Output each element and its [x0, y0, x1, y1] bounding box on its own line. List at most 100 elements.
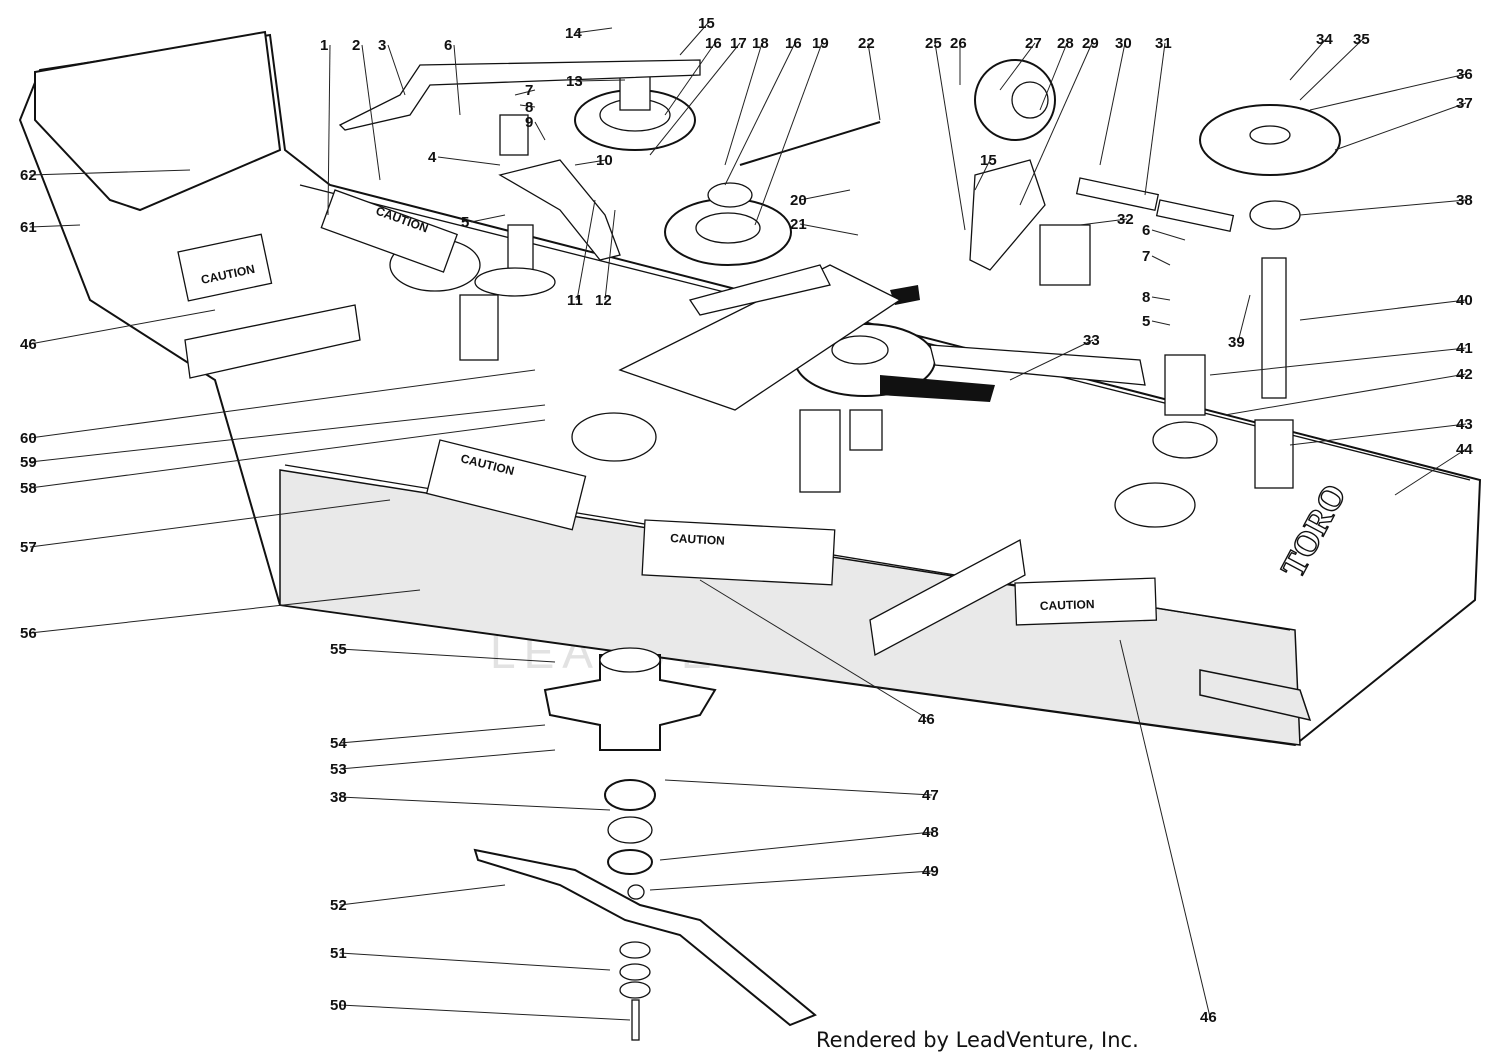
- callout-number: 33: [1083, 332, 1100, 349]
- callout-number: 15: [980, 152, 997, 169]
- leader-line: [1289, 423, 1467, 446]
- leader-line: [754, 42, 823, 226]
- leader-line: [1151, 296, 1171, 301]
- leader-line: [1334, 102, 1467, 151]
- callout-number: 54: [330, 735, 347, 752]
- callout-number: 52: [330, 897, 347, 914]
- drive-pulley: [974, 59, 1056, 141]
- leader-line: [1079, 218, 1128, 226]
- center-pulley-assembly: [574, 69, 696, 151]
- callout-number: 11: [567, 292, 583, 309]
- discharge-chute: [34, 30, 282, 212]
- leader-line: [339, 884, 506, 906]
- callout-number: 8: [1142, 289, 1150, 306]
- blade-spindle-housing: [543, 647, 717, 900]
- leader-line: [659, 831, 933, 861]
- callout-number: 47: [922, 787, 939, 804]
- callout-number: 57: [20, 539, 37, 556]
- leader-line: [1019, 42, 1093, 206]
- leader-line: [519, 104, 536, 108]
- callout-number: 20: [790, 192, 807, 209]
- leader-line: [29, 169, 191, 176]
- caution-decal-front-center: CAUTION: [641, 519, 836, 586]
- right-spindle-pulley: [1199, 104, 1341, 489]
- leader-line: [339, 952, 611, 971]
- callout-number: 15: [698, 15, 715, 32]
- callout-number: 46: [918, 711, 935, 728]
- leader-line: [934, 42, 966, 231]
- callout-number: 43: [1456, 416, 1473, 433]
- callout-number: 62: [20, 167, 37, 184]
- leader-line: [1144, 42, 1166, 196]
- leader-line: [29, 309, 216, 345]
- caution-decal-front-right: CAUTION: [1014, 577, 1158, 626]
- callout-number: 59: [20, 454, 37, 471]
- callout-number: 56: [20, 625, 37, 642]
- leader-line: [339, 724, 546, 744]
- caution-decal-rear: CAUTION: [320, 189, 458, 273]
- callout-number: 2: [352, 37, 360, 54]
- leader-line: [999, 42, 1036, 91]
- leader-line: [574, 27, 613, 34]
- callout-number: 46: [20, 336, 37, 353]
- leader-line: [29, 499, 391, 548]
- callout-number: 30: [1115, 35, 1132, 52]
- callout-number: 1: [320, 37, 328, 54]
- callout-number: 6: [1142, 222, 1150, 239]
- leader-line: [867, 42, 881, 121]
- right-idler-arm: [929, 159, 1218, 459]
- callout-number: 16: [785, 35, 802, 52]
- caution-decal-text: CAUTION: [670, 531, 725, 548]
- callout-number: 4: [428, 149, 437, 166]
- leader-line: [649, 42, 741, 156]
- leader-line: [1299, 199, 1467, 216]
- callout-number: 37: [1456, 95, 1473, 112]
- mower-blade: [473, 848, 817, 1027]
- leader-line: [339, 648, 556, 663]
- leader-line: [1237, 294, 1251, 343]
- leader-line: [576, 199, 596, 301]
- leader-line: [29, 419, 546, 489]
- leader-line: [679, 22, 709, 56]
- callout-number: 21: [790, 216, 807, 233]
- leader-line: [1039, 42, 1068, 111]
- leader-line: [29, 224, 81, 228]
- blade-hardware: [619, 941, 651, 1041]
- leader-line: [1394, 448, 1467, 496]
- leader-line: [1151, 320, 1171, 326]
- callout-number: 10: [596, 152, 613, 169]
- leader-line: [361, 44, 381, 181]
- leader-line: [1309, 73, 1467, 111]
- leader-line: [574, 159, 607, 166]
- leader-line: [664, 779, 933, 796]
- callout-number: 31: [1155, 35, 1172, 52]
- callout-number: 61: [20, 219, 37, 236]
- leader-line: [799, 189, 851, 201]
- leader-line: [1099, 42, 1126, 166]
- leader-line: [470, 214, 506, 223]
- callout-number: 51: [330, 945, 347, 962]
- callout-number: 6: [444, 37, 452, 54]
- leader-lines: [29, 22, 1467, 1021]
- callout-number: 5: [461, 214, 469, 231]
- leader-line: [1289, 38, 1327, 81]
- callout-number: 55: [330, 641, 347, 658]
- callout-number: 27: [1025, 35, 1042, 52]
- leader-line: [724, 42, 796, 186]
- leader-line: [29, 589, 421, 634]
- callout-number: 38: [1456, 192, 1473, 209]
- leader-line: [1299, 299, 1467, 321]
- leader-line: [699, 579, 929, 720]
- leader-line: [327, 44, 331, 216]
- callout-number: 9: [525, 114, 533, 131]
- callout-number: 8: [525, 99, 533, 116]
- callout-number: 18: [752, 35, 769, 52]
- leader-line: [799, 223, 859, 236]
- callout-number: 7: [525, 82, 533, 99]
- leader-line: [339, 749, 556, 770]
- leader-line: [575, 79, 626, 82]
- leader-line: [1224, 373, 1467, 416]
- callout-number: 49: [922, 863, 939, 880]
- callout-number: 7: [1142, 248, 1150, 265]
